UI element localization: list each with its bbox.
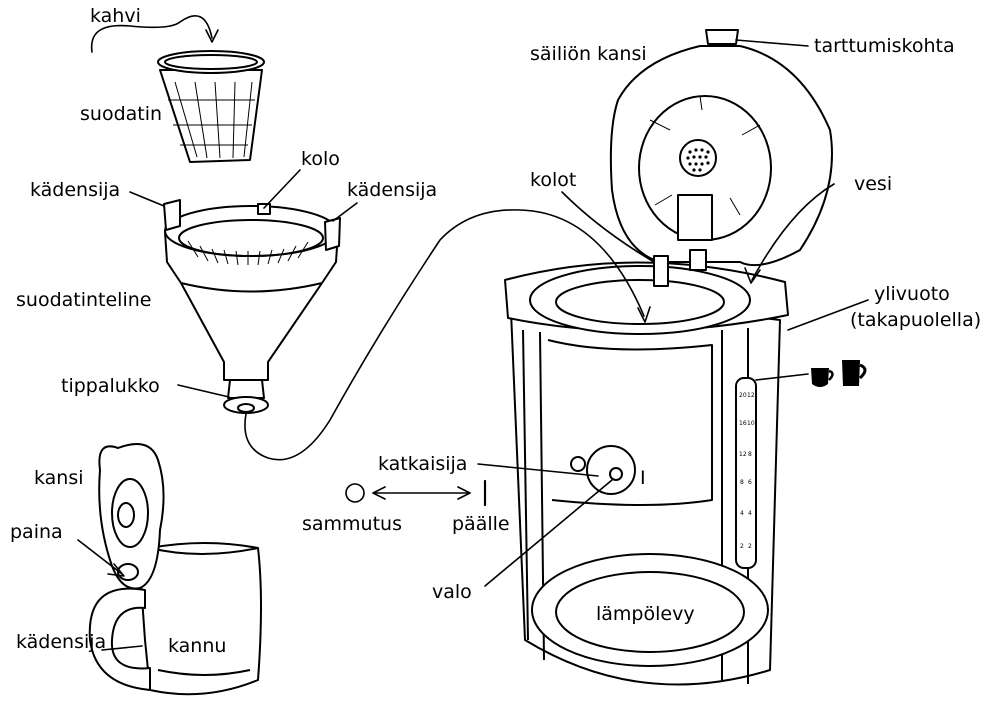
label-kadensija-right: kädensija — [347, 179, 437, 201]
scale-left-4: 4 — [740, 510, 744, 517]
label-lampolevy: lämpölevy — [596, 603, 695, 625]
label-kannu: kannu — [168, 635, 226, 657]
label-kahvi: kahvi — [90, 5, 141, 27]
scale-right-4: 4 — [748, 510, 752, 517]
label-valo: valo — [432, 581, 472, 603]
scale-right-5: 2 — [748, 543, 752, 550]
label-kolo: kolo — [301, 148, 340, 170]
label-tarttumiskohta: tarttumiskohta — [814, 35, 955, 57]
scale-left-5: 2 — [740, 543, 744, 550]
water-scale: 20 16 12 8 4 2 12 10 8 6 4 2 — [739, 392, 755, 550]
label-paalle: päälle — [452, 513, 510, 535]
scale-right-0: 12 — [747, 392, 755, 399]
label-sailion-kansi: säiliön kansi — [530, 43, 647, 65]
label-vesi: vesi — [854, 173, 892, 195]
small-cup-icon — [811, 368, 834, 387]
label-kansi: kansi — [34, 467, 84, 489]
scale-left-0: 20 — [739, 392, 747, 399]
scale-right-1: 10 — [747, 420, 755, 427]
jug — [88, 443, 262, 696]
off-circle-icon — [345, 483, 365, 503]
label-tippalukko: tippalukko — [61, 375, 160, 397]
scale-left-1: 16 — [739, 420, 747, 427]
label-suodatin: suodatin — [80, 103, 162, 125]
coffee-maker-body — [504, 261, 789, 686]
label-katkaisija: katkaisija — [378, 453, 467, 475]
label-ylivuoto: ylivuoto — [874, 283, 950, 305]
label-suodatinteline: suodatinteline — [16, 289, 151, 311]
label-kolot: kolot — [530, 169, 576, 191]
scale-right-2: 8 — [748, 451, 752, 458]
scale-right-3: 6 — [748, 479, 752, 486]
label-takapuolella: (takapuolella) — [850, 309, 981, 331]
large-mug-icon — [842, 360, 867, 386]
label-paina: paina — [10, 521, 63, 543]
shower-head-holes — [686, 148, 710, 172]
label-sammutus: sammutus — [302, 513, 402, 535]
filter-basket — [157, 50, 265, 163]
scale-left-2: 12 — [739, 451, 747, 458]
filter-holder — [163, 199, 341, 414]
switch-on-mark: I — [640, 467, 646, 489]
tank-lid — [609, 29, 833, 287]
scale-left-3: 8 — [740, 479, 744, 486]
label-kadensija-left: kädensija — [30, 179, 120, 201]
label-kadensija-jug: kädensija — [16, 631, 106, 653]
leader-lines — [77, 15, 869, 651]
labels: kahvi suodatin kolo kädensija kädensija … — [10, 5, 981, 657]
